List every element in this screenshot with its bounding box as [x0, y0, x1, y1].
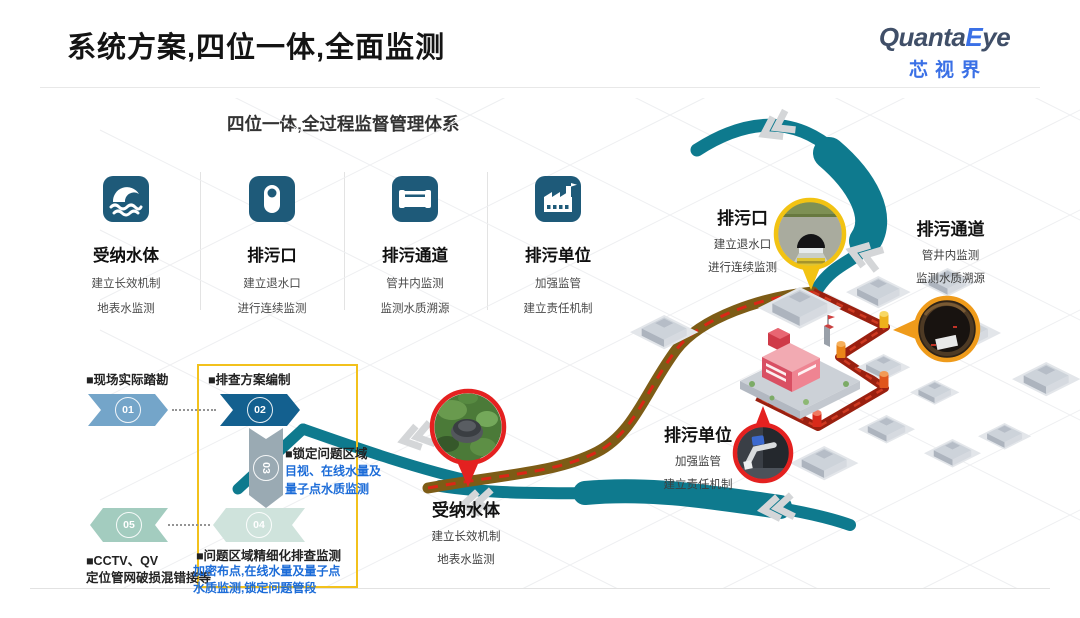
pillar-divider [200, 172, 201, 310]
pillar-line: 管井内监测 [386, 278, 444, 290]
subtitle: 四位一体,全过程监督管理体系 [227, 114, 460, 134]
callout-water: 受纳水体 建立长效机制 地表水监测 [416, 496, 516, 567]
pillar-line: 加强监管 [535, 278, 581, 290]
callout-line: 管井内监测 [921, 250, 980, 262]
pillar-line: 进行连续监测 [237, 303, 307, 315]
pillar-unit: 排污单位 加强监管 建立责任机制 [493, 176, 623, 316]
callout-title: 排污口 [717, 209, 768, 228]
callout-line: 地表水监测 [437, 554, 495, 566]
pillar-line: 建立退水口 [243, 278, 301, 290]
flow-step3-num: 03 [260, 462, 272, 474]
logo-cn: 芯视界 [908, 60, 987, 81]
pillar-divider [487, 172, 488, 310]
callout-water-photo [429, 388, 507, 487]
callout-title: 排污通道 [916, 220, 985, 239]
callout-line: 建立退水口 [713, 239, 772, 251]
pillar-line: 建立责任机制 [523, 303, 593, 315]
logo-accent-e: E [965, 22, 983, 52]
pillar-channel: 排污通道 管井内监测 监测水质溯源 [350, 176, 480, 316]
callout-channel-photo [893, 295, 981, 363]
flow-step3-label: ■锁定问题区域 [285, 447, 368, 461]
pillar-label: 排污口 [247, 247, 297, 265]
callout-outfall: 排污口 建立退水口 进行连续监测 [695, 204, 790, 275]
flow-step1-chevron: 01 [88, 394, 168, 426]
flow-step3-note: 目视、在线水量及 [285, 464, 382, 478]
pipe-icon [392, 176, 438, 222]
flow-step4-note: 加密布点,在线水量及量子点 [193, 564, 341, 578]
header-divider [40, 87, 1040, 88]
flow-step1-label: ■现场实际踏勘 [86, 373, 169, 387]
factory-road-loop [755, 288, 890, 431]
pillar-label: 排污单位 [525, 247, 591, 265]
flow-connector [172, 409, 216, 411]
factory-icon [535, 176, 581, 222]
pillar-divider [344, 172, 345, 310]
pillar-outfall: 排污口 建立退水口 进行连续监测 [207, 176, 337, 316]
callout-title: 受纳水体 [432, 501, 500, 520]
callout-line: 建立责任机制 [663, 479, 733, 491]
callout-title: 排污单位 [664, 426, 732, 445]
dirt-road [422, 286, 819, 494]
callout-unit: 排污单位 加强监管 建立责任机制 [648, 421, 748, 492]
factory-building [740, 315, 860, 419]
pillar-line: 建立长效机制 [91, 278, 161, 290]
callout-channel: 排污通道 管井内监测 监测水质溯源 [898, 215, 1003, 286]
flow-step5-num: 05 [123, 519, 135, 531]
flow-step4-chevron: 04 [213, 508, 305, 542]
callout-line: 进行连续监测 [708, 262, 777, 274]
bottom-divider [30, 588, 1050, 589]
pillar-line: 监测水质溯源 [380, 303, 450, 315]
logo-brand: QuantaEye [878, 22, 1011, 52]
wave-icon [103, 176, 149, 222]
flow-step2-label: ■排查方案编制 [208, 373, 291, 387]
callout-line: 监测水质溯源 [916, 273, 985, 285]
flow-step2-num: 02 [254, 404, 266, 416]
logo: QuantaEye 芯视界 [862, 22, 1027, 82]
pillar-line: 地表水监测 [97, 303, 155, 315]
flow-connector [168, 524, 210, 526]
flow-step3-chevron: 03 [249, 428, 283, 508]
flow-step1-num: 01 [122, 404, 134, 416]
flow-step5-chevron: 05 [90, 508, 168, 542]
flow-step4-note: 水质监测,锁定问题管段 [193, 581, 317, 595]
callout-line: 加强监管 [675, 456, 721, 468]
flow-step3-note: 量子点水质监测 [285, 482, 370, 496]
outfall-icon [249, 176, 295, 222]
pillar-label: 受纳水体 [93, 247, 159, 265]
sensor-markers [812, 311, 889, 427]
page-title: 系统方案,四位一体,全面监测 [67, 32, 446, 64]
callout-line: 建立长效机制 [431, 531, 501, 543]
pillar-label: 排污通道 [382, 247, 448, 265]
pillar-receiving-water: 受纳水体 建立长效机制 地表水监测 [61, 176, 191, 316]
flow-step4-num: 04 [253, 519, 265, 531]
